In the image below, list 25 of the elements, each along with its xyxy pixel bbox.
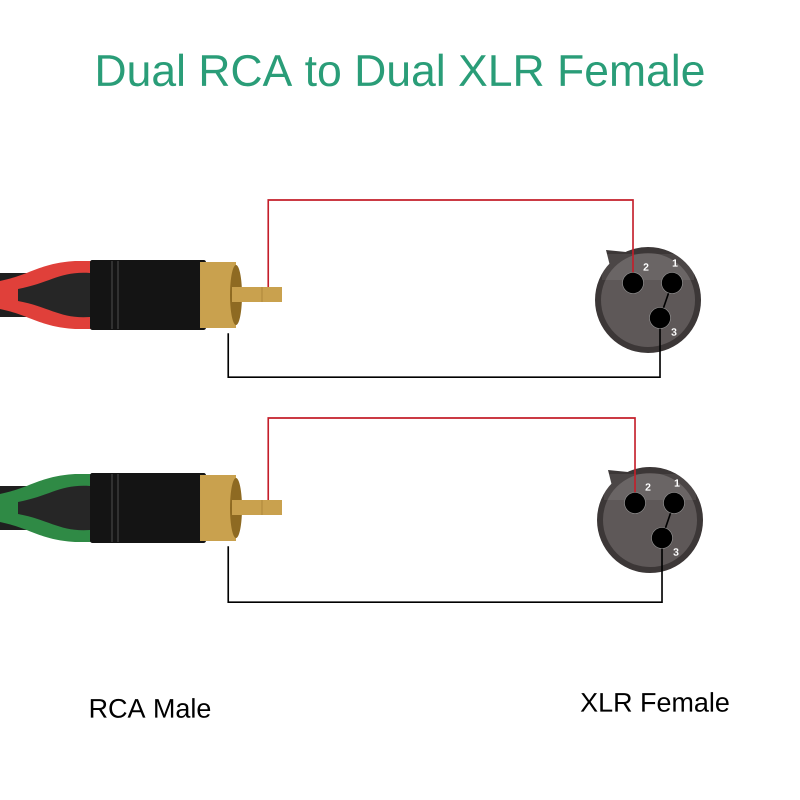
pin-hole xyxy=(651,527,673,549)
rca-plug-drawing xyxy=(0,260,282,330)
pin-hole xyxy=(661,272,683,294)
pin-hole xyxy=(622,272,644,294)
wire xyxy=(227,546,663,604)
xlr-socket-drawing xyxy=(595,247,702,353)
connector-label: XLR Female xyxy=(580,692,729,712)
pin-number: 1 xyxy=(672,259,678,267)
xlr-socket-drawing xyxy=(597,467,703,573)
pin-hole xyxy=(624,492,646,514)
wire xyxy=(267,417,636,500)
wire xyxy=(662,292,670,308)
wire xyxy=(267,199,634,287)
rca-plug-drawing xyxy=(0,473,282,543)
pin-number: 2 xyxy=(643,263,649,271)
pin-hole xyxy=(663,492,685,514)
pin-number: 1 xyxy=(674,479,680,487)
wire xyxy=(227,328,661,378)
connector-label: RCA Male xyxy=(90,698,210,718)
pin-number: 3 xyxy=(671,328,677,336)
pin-number: 2 xyxy=(645,483,651,491)
pin-number: 3 xyxy=(673,548,679,556)
pin-hole xyxy=(649,307,671,329)
title: Dual RCA to Dual XLR Female xyxy=(98,54,704,86)
wire xyxy=(664,512,672,528)
